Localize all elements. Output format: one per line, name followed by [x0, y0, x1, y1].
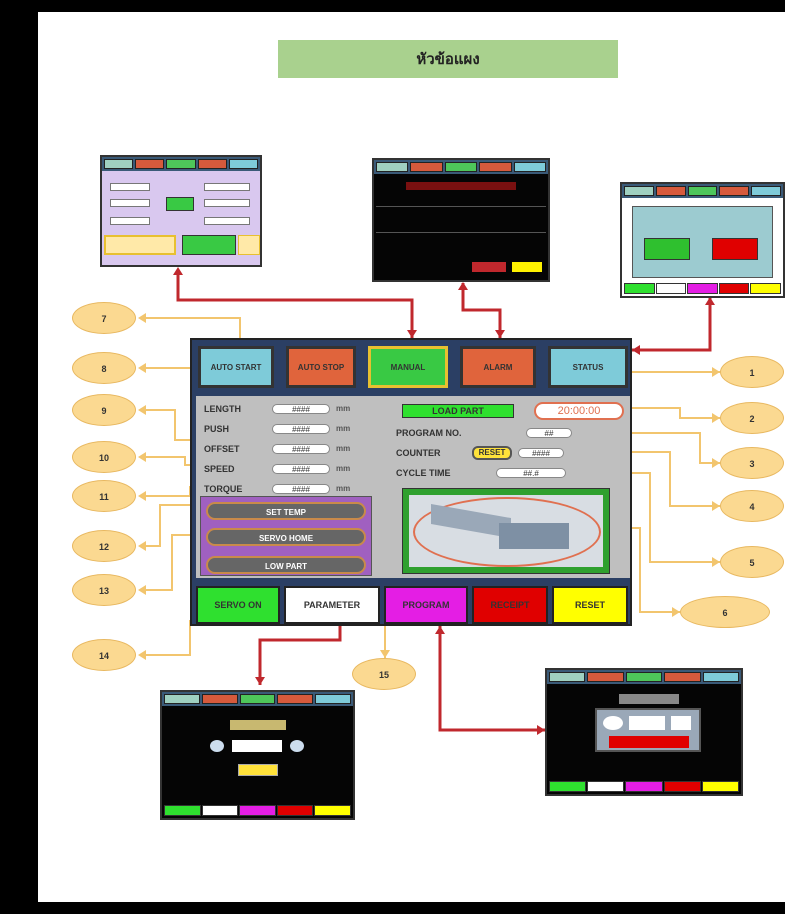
mini-screen-status: [620, 182, 785, 298]
machine-image: [402, 488, 610, 574]
param-offset-label: OFFSET: [204, 444, 240, 454]
mini-screen-alarm: [372, 158, 550, 282]
callout-15: 15: [352, 658, 416, 690]
callout-12: 12: [72, 530, 136, 562]
param-length-label: LENGTH: [204, 404, 241, 414]
param-speed-unit: mm: [336, 464, 351, 473]
callout-5: 5: [720, 546, 784, 578]
param-speed-value[interactable]: ####: [272, 464, 330, 474]
param-length-unit: mm: [336, 404, 351, 413]
cycle-time-value: ##.#: [496, 468, 566, 478]
counter-reset-button[interactable]: RESET: [472, 446, 512, 460]
parameter-button[interactable]: PARAMETER: [284, 586, 380, 624]
param-offset-unit: mm: [336, 444, 351, 453]
param-push-value[interactable]: ####: [272, 424, 330, 434]
cycle-time-label: CYCLE TIME: [396, 468, 451, 478]
callout-1: 1: [720, 356, 784, 388]
counter-value: ####: [518, 448, 564, 458]
param-torque-unit: mm: [336, 484, 351, 493]
callout-6: 6: [680, 596, 770, 628]
load-part-indicator: LOAD PART: [402, 404, 514, 418]
callout-2: 2: [720, 402, 784, 434]
callout-3: 3: [720, 447, 784, 479]
param-offset-value[interactable]: ####: [272, 444, 330, 454]
program-no-value: ##: [526, 428, 572, 438]
param-push-label: PUSH: [204, 424, 230, 434]
receipt-button[interactable]: RECEIPT: [472, 586, 548, 624]
reset-button[interactable]: RESET: [552, 586, 628, 624]
program-button[interactable]: PROGRAM: [384, 586, 468, 624]
callout-9: 9: [72, 394, 136, 426]
low-part-button[interactable]: LOW PART: [206, 556, 366, 574]
callout-7: 7: [72, 302, 136, 334]
param-speed-label: SPEED: [204, 464, 235, 474]
servo-home-button[interactable]: SERVO HOME: [206, 528, 366, 546]
main-content-area: LENGTH #### mm PUSH #### mm OFFSET #### …: [196, 396, 630, 578]
param-length-value[interactable]: ####: [272, 404, 330, 414]
param-torque-label: TORQUE: [204, 484, 243, 494]
callout-11: 11: [72, 480, 136, 512]
status-button[interactable]: STATUS: [548, 346, 628, 388]
auto-start-button[interactable]: AUTO START: [198, 346, 274, 388]
mini-screen-parameter: [160, 690, 355, 820]
set-temp-button[interactable]: SET TEMP: [206, 502, 366, 520]
callout-10: 10: [72, 441, 136, 473]
diagram-title: หัวข้อแผง: [278, 40, 618, 78]
param-torque-value[interactable]: ####: [272, 484, 330, 494]
mini-screen-program: [545, 668, 743, 796]
auto-stop-button[interactable]: AUTO STOP: [286, 346, 356, 388]
callout-8: 8: [72, 352, 136, 384]
callout-4: 4: [720, 490, 784, 522]
main-hmi-panel: AUTO START AUTO STOP MANUAL ALARM STATUS…: [190, 338, 632, 626]
param-push-unit: mm: [336, 424, 351, 433]
servo-on-button[interactable]: SERVO ON: [196, 586, 280, 624]
alarm-button[interactable]: ALARM: [460, 346, 536, 388]
counter-label: COUNTER: [396, 448, 441, 458]
mini-screen-manual: [100, 155, 262, 267]
callout-13: 13: [72, 574, 136, 606]
callout-14: 14: [72, 639, 136, 671]
program-no-label: PROGRAM NO.: [396, 428, 462, 438]
time-display: 20:00:00: [534, 402, 624, 420]
manual-button[interactable]: MANUAL: [368, 346, 448, 388]
